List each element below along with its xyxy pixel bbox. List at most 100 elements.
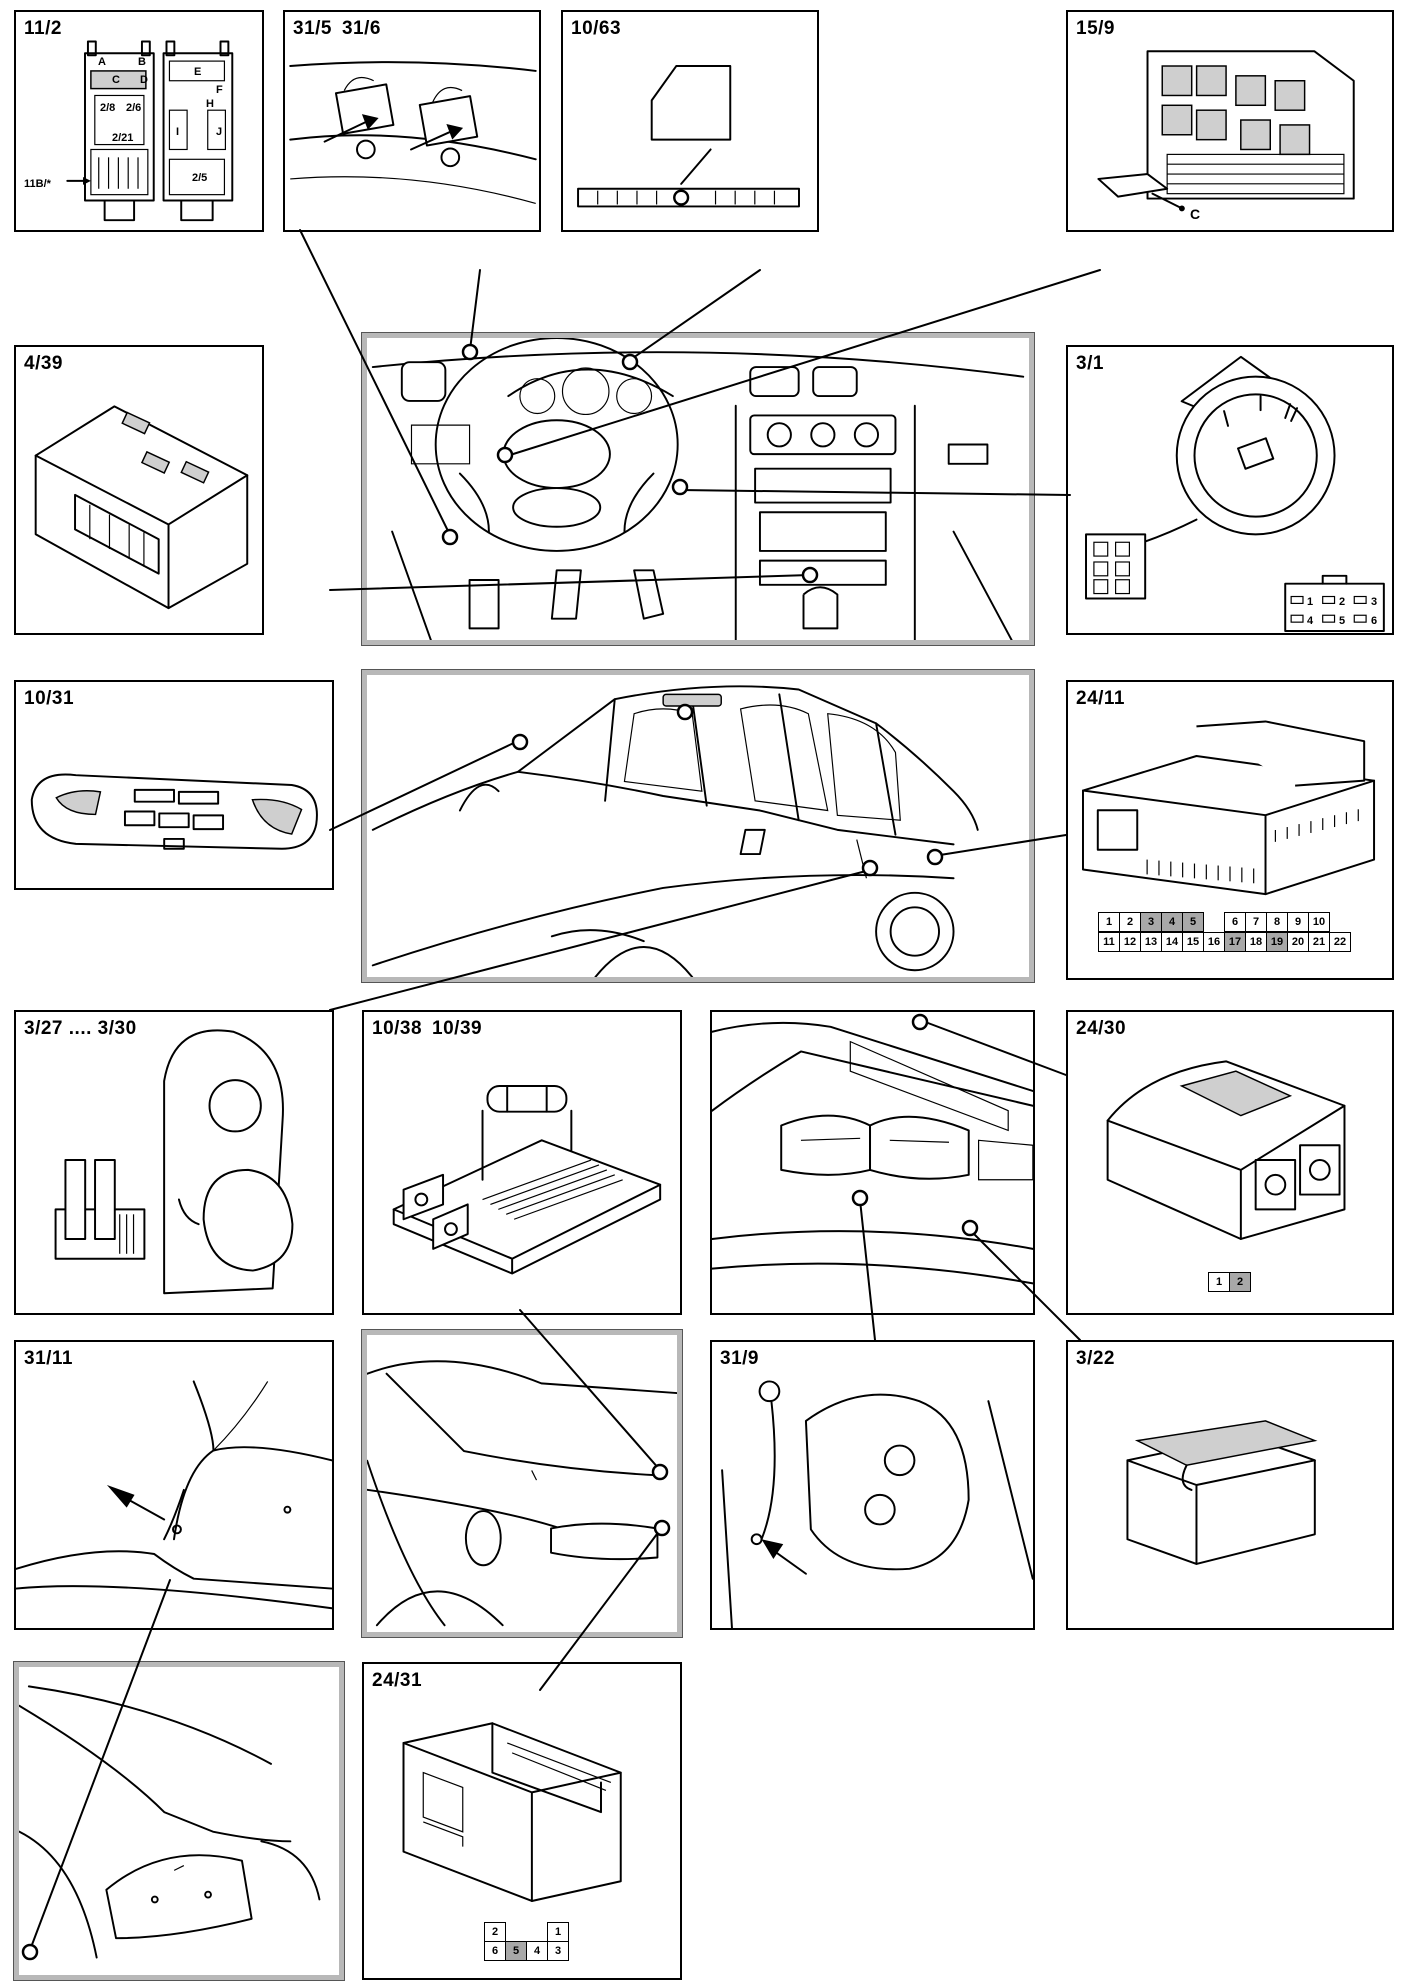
pin-cell: 9 (1287, 912, 1309, 932)
dashboard-drawing (371, 338, 1025, 640)
connector-24-31-pinout: 2 1 6 5 4 3 (484, 1922, 569, 1961)
panel-11-2-central-electrical-unit: 11/2 A B C D E F H I J 2/8 2/6 2/21 2/5 (14, 10, 264, 232)
panel-label: 3/22 (1076, 1348, 1115, 1369)
relay-label-2-6: 2/6 (126, 102, 142, 114)
pin-cell: 8 (1266, 912, 1288, 932)
lamp-holder-illustration (392, 1085, 662, 1275)
car-drawing (371, 685, 979, 977)
interior-lamp-illustration (30, 773, 318, 850)
ignition-pin-1: 1 (1307, 596, 1314, 608)
pin-cell: 12 (1119, 932, 1141, 952)
pin-gap (506, 1923, 527, 1942)
panel-10-63-door-open-indicator: 10/63 (561, 10, 819, 232)
pin-cell: 2 (1119, 912, 1141, 932)
ignition-pin-3: 3 (1371, 596, 1378, 608)
ignition-pin-6: 6 (1371, 615, 1378, 627)
ignition-pin-4: 4 (1307, 615, 1314, 627)
connector-24-11-pinout-row2: 11 12 13 14 15 16 17 18 19 20 21 22 (1098, 932, 1351, 952)
rear-quarter-drawing (367, 1360, 677, 1627)
panel-3-22-switch: 3/22 (1066, 1340, 1394, 1630)
label-10-39: 10/39 (432, 1018, 483, 1039)
fuse-label-i: I (176, 126, 180, 138)
panel-31-9-ground-point: 31/9 (710, 1340, 1035, 1630)
pin-cell: 4 (1161, 912, 1183, 932)
panel-3-27-3-30-door-switch: 3/27 .... 3/30 (14, 1010, 334, 1315)
door-indicator-illustration (577, 65, 800, 208)
ignition-switch-illustration (1085, 355, 1385, 633)
panel-15-9-relay-box: 15/9 C (1066, 10, 1394, 232)
pin-cell: 20 (1287, 932, 1309, 952)
pin-cell: 13 (1140, 932, 1162, 952)
pin-cell: 14 (1161, 932, 1183, 952)
pin-cell: 22 (1329, 932, 1351, 952)
panel-label: 10/63 (571, 18, 622, 39)
connector-24-30-illustration (1106, 1060, 1346, 1240)
pin-cell: 6 (1224, 912, 1246, 932)
panel-label: 3/27 .... 3/30 (24, 1018, 137, 1039)
fuse-label-c: C (112, 74, 120, 86)
label-10-38: 10/38 (372, 1018, 423, 1039)
fuse-label-f: F (216, 84, 223, 96)
trunk-lid-drawing (19, 1685, 321, 1959)
fuse-label-d: D (140, 74, 148, 86)
label-31-5: 31/5 (293, 18, 332, 39)
panel-label: 10/31 (24, 688, 75, 709)
panel-label: 24/30 (1076, 1018, 1127, 1039)
fuse-label-e: E (194, 66, 202, 78)
steering-column-illustration (289, 61, 537, 205)
fuse-reference-label: 11B/* (24, 178, 51, 190)
panel-24-31-connector: 24/31 2 1 6 5 4 3 (362, 1662, 682, 1980)
panel-3-1-ignition-switch: 3/1 1 2 3 4 5 6 (1066, 345, 1394, 635)
fuse-label-h: H (206, 98, 214, 110)
pin-cell: 21 (1308, 932, 1330, 952)
pin-cell: 11 (1098, 932, 1120, 952)
pin-cell: 18 (1245, 932, 1267, 952)
callout-c-label: C (1190, 206, 1201, 222)
relay-label-2-8: 2/8 (100, 102, 116, 114)
fuse-label-b: B (138, 56, 146, 68)
pin-cell: 3 (1140, 912, 1162, 932)
panel-label: 24/31 (372, 1670, 423, 1691)
panel-24-30-connector: 24/30 1 2 (1066, 1010, 1394, 1315)
pin-cell: 3 (547, 1941, 569, 1961)
fuse-label-a: A (98, 56, 106, 68)
pin-cell: 10 (1308, 912, 1330, 932)
pin-cell: 19 (1266, 932, 1288, 952)
pin-cell: 1 (1208, 1272, 1230, 1292)
relay-label-2-5: 2/5 (192, 172, 208, 184)
pin-cell: 6 (484, 1941, 506, 1961)
rear-interior-view-illustration (710, 1010, 1035, 1315)
connector-24-11-pinout: 1 2 3 4 5 6 7 8 9 10 (1098, 912, 1330, 932)
panel-label: 10/38 10/39 (372, 1018, 492, 1040)
panel-31-11-ground-point: 31/11 (14, 1340, 334, 1630)
panel-24-11-connector: 24/11 1 2 3 4 5 6 7 8 9 10 (1066, 680, 1394, 980)
pin-cell: 5 (505, 1941, 527, 1961)
panel-10-38-10-39-lamp-holder: 10/38 10/39 (362, 1010, 682, 1315)
ignition-pin-2: 2 (1339, 596, 1346, 608)
pin-gap (527, 1923, 548, 1942)
pin-cell: 1 (547, 1922, 569, 1942)
pin-cell: 16 (1203, 932, 1225, 952)
panel-label: 31/11 (24, 1348, 73, 1369)
pin-cell: 17 (1224, 932, 1246, 952)
switch-3-22-illustration (1126, 1420, 1318, 1565)
panel-label: 11/2 (24, 18, 62, 39)
panel-label: 31/9 (720, 1348, 759, 1369)
pin-cell: 1 (1098, 912, 1120, 932)
car-side-overview-illustration (361, 669, 1035, 983)
panel-label: 4/39 (24, 353, 63, 374)
rear-quarter-overview-illustration (361, 1329, 683, 1638)
rear-interior-drawing (712, 1021, 1033, 1285)
pin-cell: 2 (484, 1922, 506, 1942)
ignition-pin-5: 5 (1339, 615, 1346, 627)
dashboard-overview-illustration (361, 332, 1035, 646)
fuse-label-j: J (216, 126, 223, 138)
relay-box-illustration (1097, 50, 1355, 212)
connector-24-11-illustration (1082, 720, 1376, 896)
panel-label: 15/9 (1076, 18, 1115, 39)
pin-cell: 15 (1182, 932, 1204, 952)
panel-10-31-interior-lamp: 10/31 (14, 680, 334, 890)
